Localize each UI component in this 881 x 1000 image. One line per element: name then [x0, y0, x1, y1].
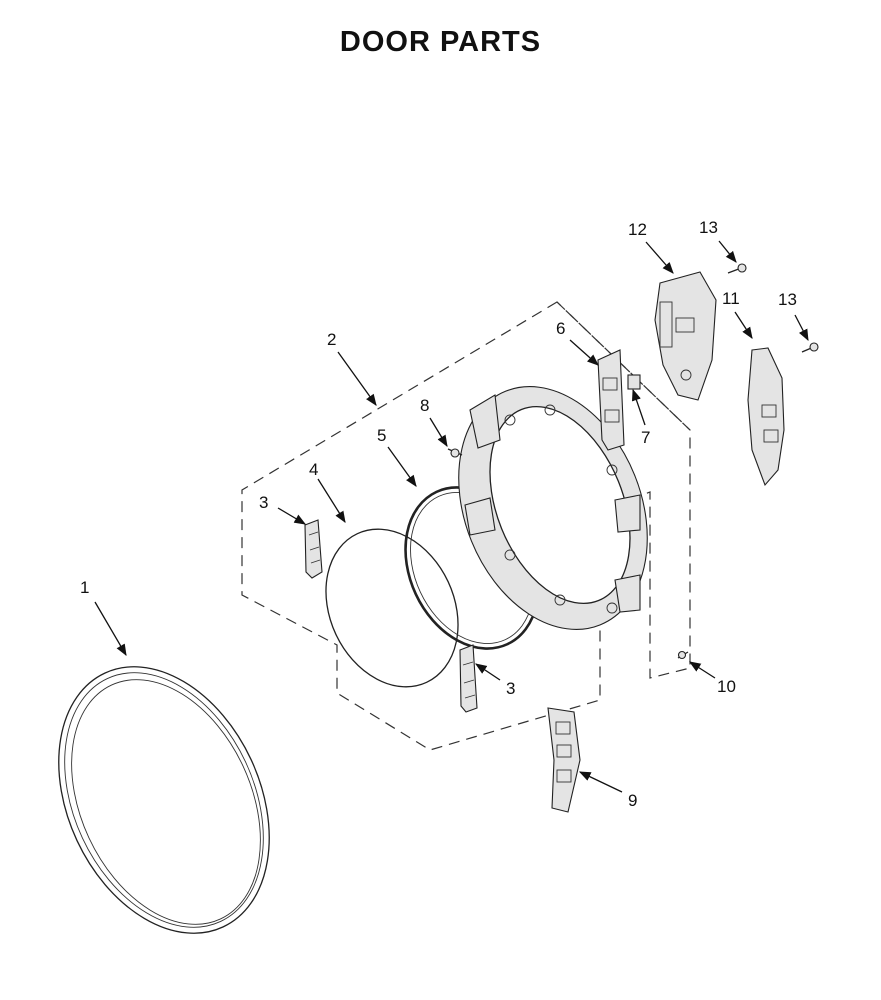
- hinge-lower: [459, 644, 478, 713]
- callout-8: 8: [420, 396, 429, 415]
- callout-13-lower: 13: [778, 290, 797, 309]
- door-glass: [325, 528, 459, 688]
- screw-10: [677, 650, 689, 660]
- hinge-upper: [304, 519, 323, 579]
- screw-13-lower: [801, 342, 819, 353]
- latch-clip: [627, 374, 641, 390]
- handle-cover: [654, 271, 717, 401]
- handle-base: [747, 347, 785, 487]
- outer-door-ring: [58, 666, 270, 934]
- handle-latch-assembly: [547, 707, 581, 813]
- callout-6: 6: [556, 319, 565, 338]
- leader-lines: [94, 240, 809, 793]
- latch-bracket: [597, 349, 625, 451]
- screw-8: [447, 448, 463, 458]
- screw-13-upper: [727, 263, 747, 274]
- callout-10: 10: [717, 677, 736, 696]
- callout-12: 12: [628, 220, 647, 239]
- callout-11: 11: [722, 289, 740, 308]
- assembly-dashed-outline: [241, 301, 691, 751]
- callout-3-lower: 3: [506, 679, 515, 698]
- callout-2: 2: [327, 330, 336, 349]
- callout-4: 4: [309, 460, 318, 479]
- callout-7: 7: [641, 428, 650, 447]
- page-title: DOOR PARTS: [339, 26, 542, 58]
- callout-5: 5: [377, 426, 386, 445]
- callout-9: 9: [628, 791, 637, 810]
- inner-door-frame: [458, 386, 648, 630]
- callout-1: 1: [80, 578, 89, 597]
- callout-13-upper: 13: [699, 218, 718, 237]
- callout-3-upper: 3: [259, 493, 268, 512]
